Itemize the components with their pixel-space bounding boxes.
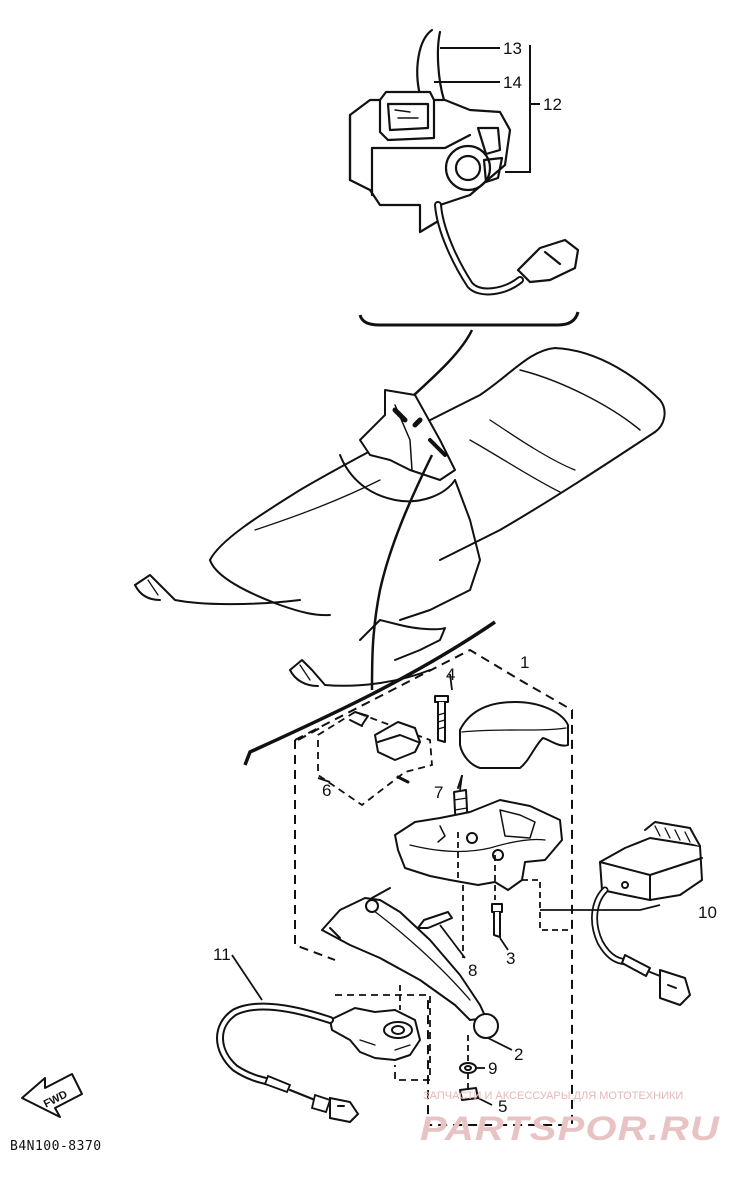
callout-14: 14 xyxy=(503,73,522,92)
separator-bracket-top xyxy=(358,311,580,327)
sensor-cable xyxy=(216,1002,360,1124)
snowmobile-outline xyxy=(134,347,666,687)
callout-1: 1 xyxy=(520,653,529,672)
callout-5: 5 xyxy=(498,1097,507,1116)
control-box-assembly xyxy=(348,28,580,296)
diagram-code: B4N100-8370 xyxy=(10,1139,102,1154)
callout-12: 12 xyxy=(543,95,562,114)
callout-6: 6 xyxy=(322,781,331,800)
group-6-boundary xyxy=(317,711,433,807)
watermark-brand: PARTSPOR.RU xyxy=(420,1110,721,1148)
callout-7: 7 xyxy=(434,783,443,802)
callout-9: 9 xyxy=(488,1059,497,1078)
callout-4: 4 xyxy=(446,665,455,684)
callout-leaders-top xyxy=(434,45,540,173)
separator-bracket-bottom xyxy=(243,620,496,766)
cdi-unit xyxy=(591,821,703,1006)
watermark-tagline: ЗАПЧАСТИ И АКСЕССУАРЫ ДЛЯ МОТОТЕХНИКИ xyxy=(423,1090,683,1102)
watermark: ЗАПЧАСТИ И АКСЕССУАРЫ ДЛЯ МОТОТЕХНИКИ PA… xyxy=(420,1090,721,1148)
callout-11: 11 xyxy=(213,945,231,964)
callout-leaders-bottom xyxy=(231,673,661,1106)
callout-3: 3 xyxy=(506,949,515,968)
callout-10: 10 xyxy=(698,903,717,922)
sensor-area-boundary xyxy=(335,994,431,1081)
fwd-direction-arrow: FWD xyxy=(21,1073,83,1118)
sled-cable xyxy=(370,454,434,691)
lower-assembly-parts xyxy=(321,695,569,1101)
lever-assembly-boundary xyxy=(294,648,573,1126)
callout-13: 13 xyxy=(503,39,522,58)
callout-8: 8 xyxy=(468,961,477,980)
callout-2: 2 xyxy=(514,1045,523,1064)
